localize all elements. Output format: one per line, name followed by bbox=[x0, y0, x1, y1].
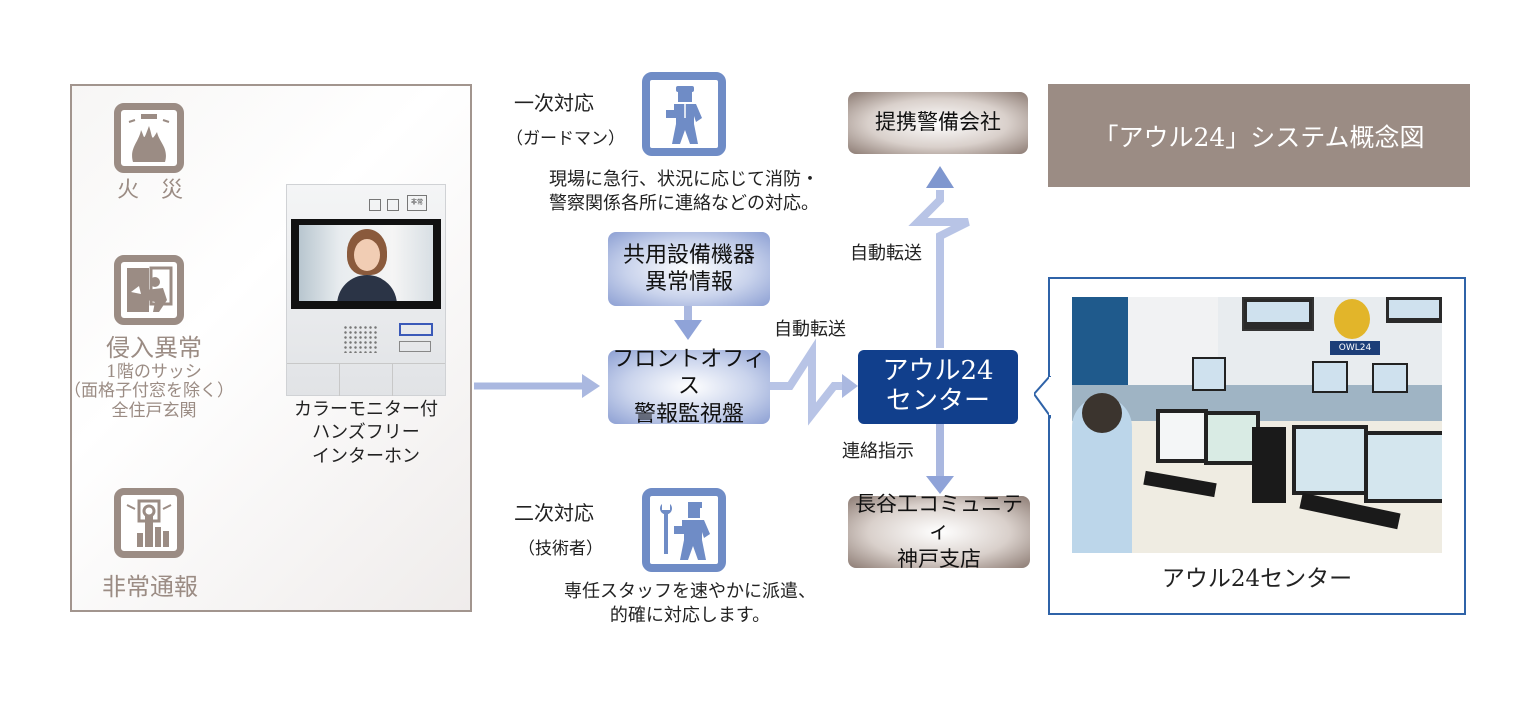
auto-transfer-label-2: 自動転送 bbox=[850, 243, 922, 264]
node-line: 異常情報 bbox=[644, 270, 733, 295]
branch-arrowhead bbox=[926, 476, 954, 494]
description-line: 現場に急行、状況に応じて消防・ bbox=[549, 169, 819, 190]
intrusion-detail: （面格子付窓を除く） bbox=[64, 381, 234, 402]
intrusion-detail: 全住戸玄関 bbox=[111, 400, 197, 421]
intercom-caption-line: カラーモニター付 bbox=[294, 399, 438, 420]
auto-transfer-lightning-2 bbox=[908, 190, 970, 348]
node-line: センター bbox=[885, 386, 990, 416]
guard-icon bbox=[642, 72, 726, 156]
node-line: アウル24 bbox=[882, 356, 994, 387]
auto-transfer-label-1: 自動転送 bbox=[774, 319, 846, 340]
node-line: 神戸支店 bbox=[897, 546, 981, 571]
intercom-device: 非常 bbox=[286, 184, 446, 396]
emergency-label: 非常通報 bbox=[102, 573, 198, 601]
primary-response-description: 現場に急行、状況に応じて消防・ 警察関係各所に連絡などの対応。 bbox=[526, 168, 842, 217]
intercom-caption: カラーモニター付 ハンズフリー インターホン bbox=[276, 398, 456, 468]
node-line: 警報監視盤 bbox=[633, 401, 744, 427]
auto-transfer-lightning-1 bbox=[766, 338, 844, 426]
primary-response-title: 一次対応 bbox=[514, 91, 594, 115]
branch-node: 長谷工コミュニティ神戸支店 bbox=[848, 492, 1030, 571]
owl24-center-photo: OWL24 bbox=[1072, 297, 1442, 553]
equipment-arrowhead bbox=[674, 320, 702, 340]
front-office-node: フロントオフィス警報監視盤 bbox=[608, 347, 770, 427]
security-company-node: 提携警備会社 bbox=[848, 92, 1028, 154]
emergency-button-icon bbox=[114, 488, 184, 558]
description-line: 警察関係各所に連絡などの対応。 bbox=[549, 193, 819, 215]
technician-icon bbox=[642, 488, 726, 572]
intercom-caption-line: ハンズフリー bbox=[312, 422, 420, 444]
intrusion-block: 侵入異常 1階のサッシ （面格子付窓を除く） 全住戸玄関 bbox=[64, 334, 234, 421]
intercom-caption-line: インターホン bbox=[312, 445, 420, 467]
intrusion-detail: 1階のサッシ bbox=[106, 361, 202, 382]
diagram-title: 「アウル24」システム概念図 bbox=[1048, 84, 1470, 187]
description-line: 的確に対応します。 bbox=[609, 605, 771, 627]
owl24-sign: OWL24 bbox=[1330, 341, 1380, 355]
secondary-response-title: 二次対応 bbox=[514, 501, 594, 525]
fire-label: 火 災 bbox=[116, 178, 183, 203]
emergency-call-button: 非常 bbox=[407, 195, 427, 211]
security-arrowhead bbox=[926, 166, 954, 188]
photo-caption: アウル24センター bbox=[1161, 566, 1353, 592]
callout-pointer bbox=[1034, 376, 1052, 420]
intrusion-label: 侵入異常 bbox=[106, 334, 202, 362]
description-line: 専任スタッフを速やかに派遣、 bbox=[564, 581, 816, 602]
intercom-arrowhead bbox=[582, 374, 600, 398]
contact-instruction-label: 連絡指示 bbox=[842, 441, 914, 462]
fire-alarm-icon bbox=[114, 103, 184, 173]
secondary-response-who: （技術者） bbox=[518, 539, 603, 559]
node-line: 共用設備機器 bbox=[622, 242, 755, 268]
secondary-response-description: 専任スタッフを速やかに派遣、 的確に対応します。 bbox=[540, 580, 840, 629]
node-line: 長谷工コミュニティ bbox=[855, 492, 1023, 544]
node-line: フロントオフィス bbox=[612, 346, 766, 400]
intercom-screen bbox=[291, 219, 441, 309]
shared-equipment-node: 共用設備機器異常情報 bbox=[608, 232, 770, 306]
primary-response-who: （ガードマン） bbox=[506, 129, 625, 149]
intrusion-icon bbox=[114, 255, 184, 325]
